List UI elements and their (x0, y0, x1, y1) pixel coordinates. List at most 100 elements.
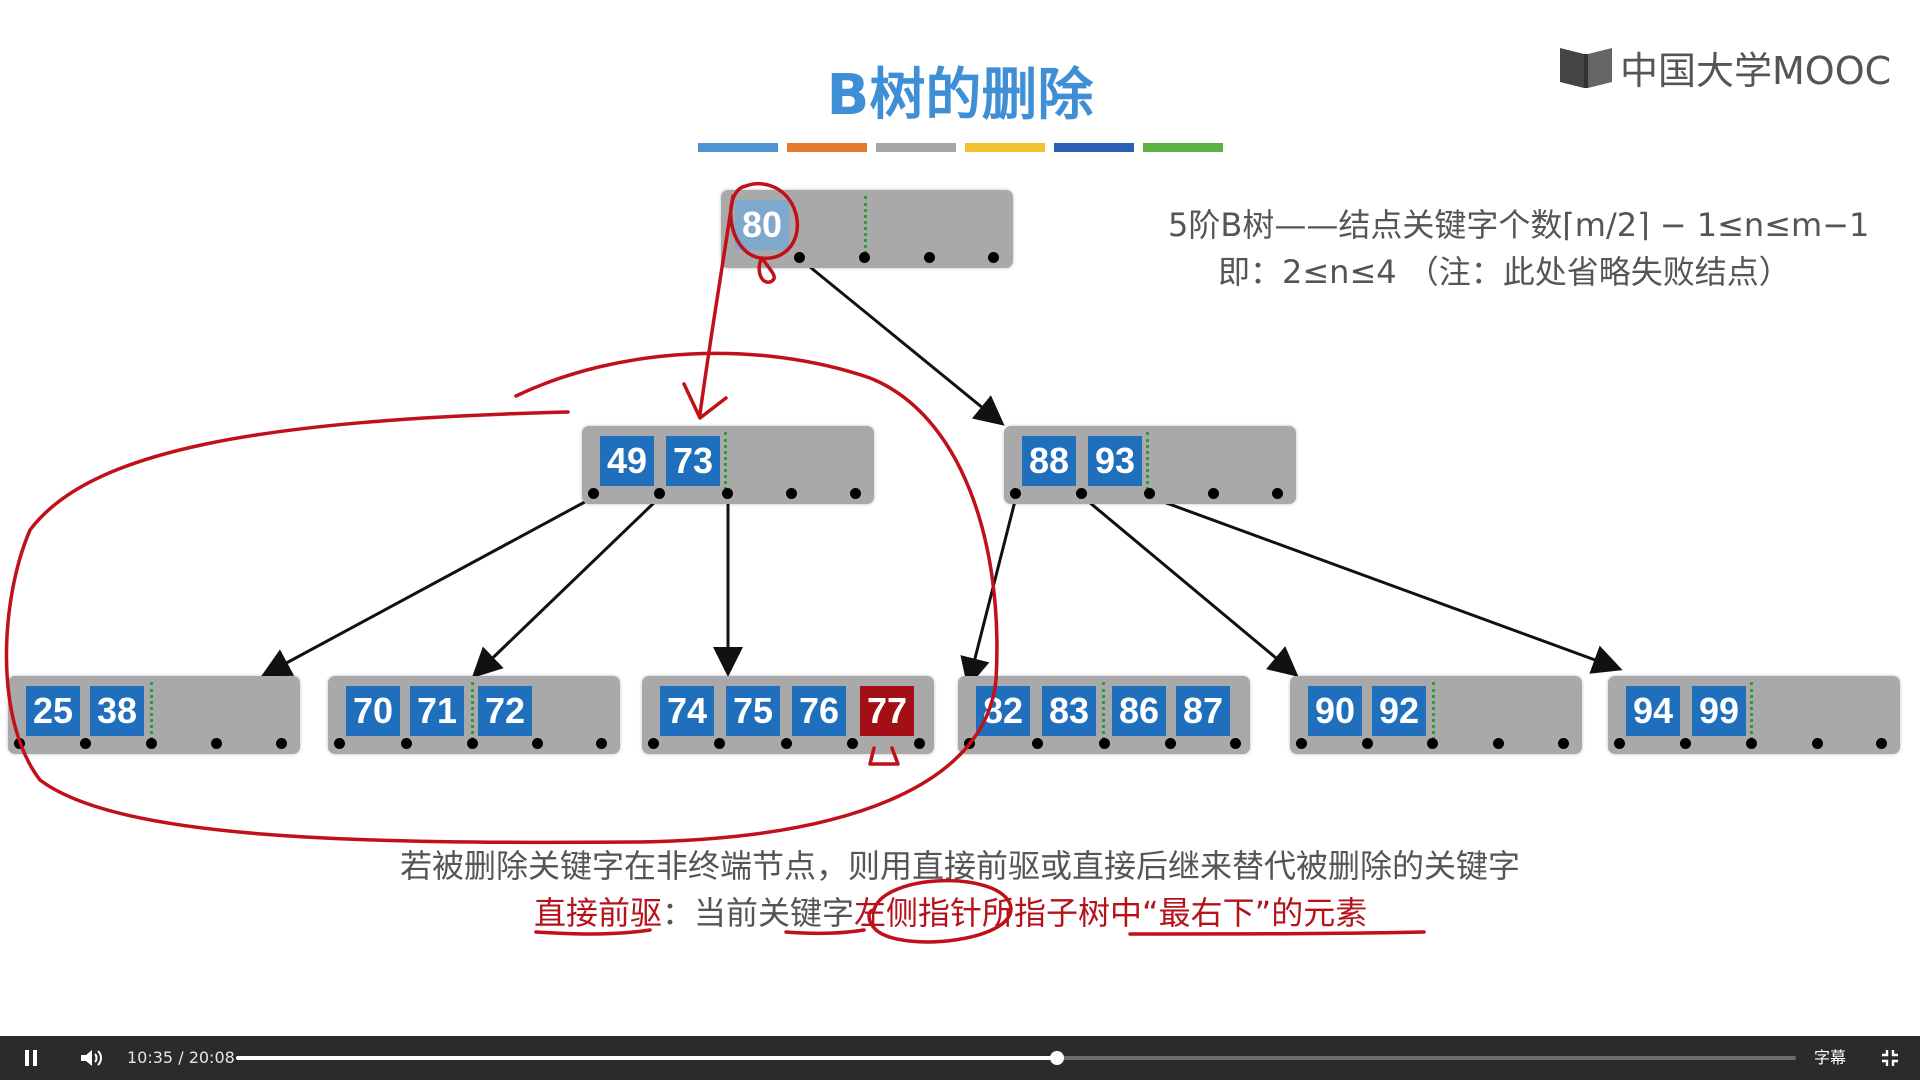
volume-button[interactable] (74, 1036, 108, 1080)
node-separator (1750, 682, 1753, 740)
exit-fullscreen-icon (1882, 1050, 1898, 1066)
key-38: 38 (90, 686, 144, 736)
stripe-1 (698, 143, 778, 152)
pointer-dot (532, 738, 543, 749)
leaf-node-25-38: 25 38 (8, 676, 300, 754)
tick-mark (757, 256, 776, 284)
stripe-4 (965, 143, 1045, 152)
pointer-dot (1558, 738, 1569, 749)
stripe-2 (787, 143, 867, 152)
pointer-dot (648, 738, 659, 749)
pointer-dot (1032, 738, 1043, 749)
pointer-dot (334, 738, 345, 749)
key-71: 71 (410, 686, 464, 736)
pause-icon (25, 1050, 37, 1066)
logo-text: 中国大学MOOC (1620, 48, 1892, 93)
key-74: 74 (660, 686, 714, 736)
edge-49-leaf1 (260, 495, 595, 677)
root-node: 80 (721, 190, 1013, 268)
pointer-dot (146, 738, 157, 749)
current-time: 10:35 (127, 1048, 174, 1067)
underline-current-key (784, 928, 866, 936)
pointer-dot (588, 488, 599, 499)
pointer-dot (847, 738, 858, 749)
progress-handle[interactable] (1049, 1051, 1064, 1065)
pointer-dot (988, 252, 999, 263)
key-94: 94 (1626, 686, 1680, 736)
pointer-dot (1272, 488, 1283, 499)
time-separator: / (178, 1048, 184, 1067)
circle-left-pointer (867, 879, 1013, 944)
pointer-dot (1876, 738, 1887, 749)
video-player-bar: 10:35 / 20:08 字幕 (0, 1036, 1920, 1080)
pointer-dot (1362, 738, 1373, 749)
edge-93-leaf6 (1149, 495, 1623, 674)
mooc-logo: 中国大学MOOC (1558, 42, 1892, 93)
edge-93-leaf5 (1082, 495, 1299, 677)
pointer-dot (1076, 488, 1087, 499)
pointer-dot (924, 252, 935, 263)
leaf-node-90-92: 90 92 (1290, 676, 1582, 754)
pointer-dot (859, 252, 870, 263)
pointer-dot (1614, 738, 1625, 749)
pointer-dot (781, 738, 792, 749)
mark-under-77 (868, 746, 900, 766)
progress-bar[interactable] (236, 1051, 1796, 1065)
node-separator (150, 682, 153, 740)
tree-edges (260, 256, 1623, 688)
key-75: 75 (726, 686, 780, 736)
leaf-node-70-71-72: 70 71 72 (328, 676, 620, 754)
key-86: 86 (1112, 686, 1166, 736)
slide-title: B树的删除 (826, 63, 1094, 128)
subtitles-button[interactable]: 字幕 (1814, 1048, 1847, 1067)
pointer-dot (1010, 488, 1021, 499)
key-77-predecessor: 77 (860, 686, 914, 736)
title-stripes (698, 143, 1232, 152)
deletion-rule-text: 若被删除关键字在非终端节点，则用直接前驱或直接后继来替代被删除的关键字 (399, 847, 1520, 885)
slide: B树的删除 中国大学MOOC 5阶B树——结点关键字个数⌈m/2⌉ − 1≤n≤… (4, 42, 1900, 944)
pointer-dot (786, 488, 797, 499)
stripe-5 (1054, 143, 1134, 152)
pointer-dot (1165, 738, 1176, 749)
stripe-6 (1143, 143, 1223, 152)
node-separator (1102, 682, 1105, 740)
pointer-dot (1680, 738, 1691, 749)
time-display: 10:35 / 20:08 (127, 1036, 235, 1080)
node-separator (724, 432, 727, 490)
pause-button[interactable] (14, 1036, 48, 1080)
key-73: 73 (666, 436, 720, 486)
order-note-line2: 即：2≤n≤4 （注：此处省略失败结点） (1218, 253, 1791, 291)
key-76: 76 (792, 686, 846, 736)
pointer-dot (914, 738, 925, 749)
underline-rightmost (1128, 930, 1426, 936)
pointer-dot (1296, 738, 1307, 749)
node-separator (1146, 432, 1149, 490)
pointer-dot (722, 488, 733, 499)
pointer-dot (1427, 738, 1438, 749)
exit-fullscreen-button[interactable] (1872, 1036, 1908, 1080)
internal-node-88-93: 88 93 (1004, 426, 1296, 504)
leaf-node-94-99: 94 99 (1608, 676, 1900, 754)
pointer-dot (276, 738, 287, 749)
root-key-80: 80 (735, 200, 789, 250)
pointer-dot (1099, 738, 1110, 749)
pointer-dot (467, 738, 478, 749)
book-logo-icon (1560, 48, 1612, 88)
key-87: 87 (1176, 686, 1230, 736)
key-90: 90 (1308, 686, 1362, 736)
key-93: 93 (1088, 436, 1142, 486)
pointer-dot (80, 738, 91, 749)
pointer-dot (1493, 738, 1504, 749)
predecessor-description: 左侧指针所指子树中“最右下”的元素 (854, 894, 1368, 932)
node-separator (864, 196, 867, 254)
node-separator (471, 682, 474, 740)
underline-predecessor (534, 928, 652, 936)
internal-node-49-73: 49 73 (582, 426, 874, 504)
key-88: 88 (1022, 436, 1076, 486)
key-92: 92 (1372, 686, 1426, 736)
pointer-dot (1746, 738, 1757, 749)
stripe-3 (876, 143, 956, 152)
node-separator (1432, 682, 1435, 740)
circle-around-80 (729, 182, 800, 260)
key-83: 83 (1042, 686, 1096, 736)
